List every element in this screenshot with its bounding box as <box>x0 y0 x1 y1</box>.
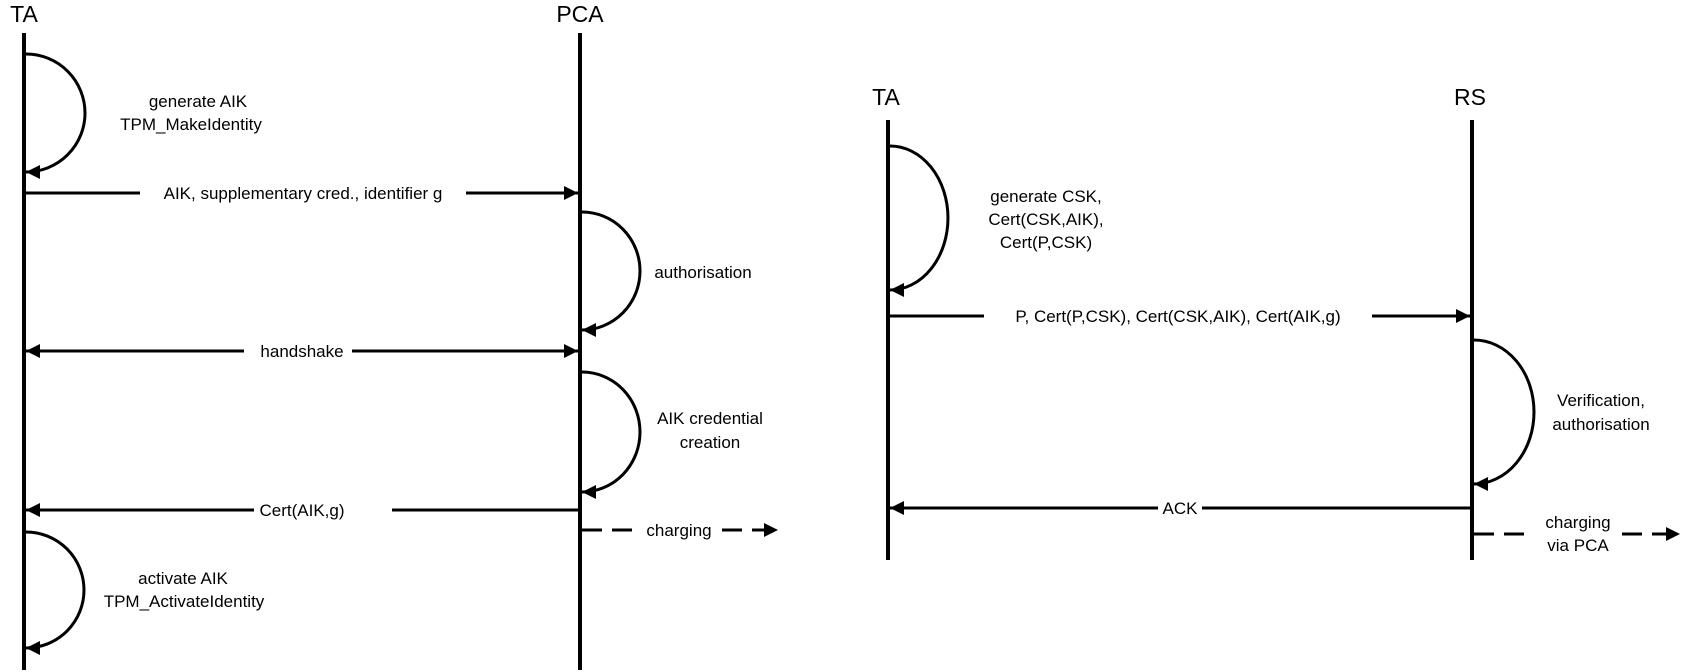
step-generate-aik-line2: TPM_MakeIdentity <box>120 115 262 134</box>
self-arrow-aik-credential <box>581 370 642 499</box>
step-aik-credential-line2: creation <box>680 433 740 452</box>
right-diagram: TA RS generate CSK, Cert(CSK,AIK), Cert(… <box>872 84 1680 560</box>
step-activate-aik-line1: activate AIK <box>138 569 228 588</box>
participant-rs-label: RS <box>1454 84 1486 110</box>
msg-certs-label: P, Cert(P,CSK), Cert(CSK,AIK), Cert(AIK,… <box>1015 307 1340 326</box>
self-arrow-authorisation <box>581 210 642 337</box>
msg-cert-aik-label: Cert(AIK,g) <box>259 501 344 520</box>
participant-ta-label-right: TA <box>872 84 900 110</box>
self-arrow-generate-aik <box>25 52 87 179</box>
step-generate-csk-line1: generate CSK, <box>990 187 1102 206</box>
step-generate-aik-line1: generate AIK <box>149 92 248 111</box>
step-generate-csk-line2: Cert(CSK,AIK), <box>988 210 1103 229</box>
participant-pca-label: PCA <box>556 1 604 27</box>
step-generate-csk-line3: Cert(P,CSK) <box>1000 233 1092 252</box>
step-authorisation: authorisation <box>654 263 751 282</box>
msg-charging-pca-line1: charging <box>1545 513 1610 532</box>
step-activate-aik-line2: TPM_ActivateIdentity <box>104 592 265 611</box>
step-verification-line2: authorisation <box>1552 415 1649 434</box>
participant-ta-label: TA <box>10 1 38 27</box>
step-verification-line1: Verification, <box>1557 391 1645 410</box>
step-aik-credential-line1: AIK credential <box>657 409 763 428</box>
msg-charging-pca-line2: via PCA <box>1547 536 1609 555</box>
msg-handshake-label: handshake <box>260 342 343 361</box>
msg-ack-label: ACK <box>1163 499 1199 518</box>
self-arrow-activate-aik <box>25 530 86 655</box>
self-arrow-verification <box>1473 338 1536 491</box>
self-arrow-generate-csk <box>889 144 950 297</box>
msg-aik-request-label: AIK, supplementary cred., identifier g <box>164 184 443 203</box>
msg-charging-label: charging <box>646 521 711 540</box>
left-diagram: TA PCA generate AIK TPM_MakeIdentity AIK… <box>10 1 778 670</box>
